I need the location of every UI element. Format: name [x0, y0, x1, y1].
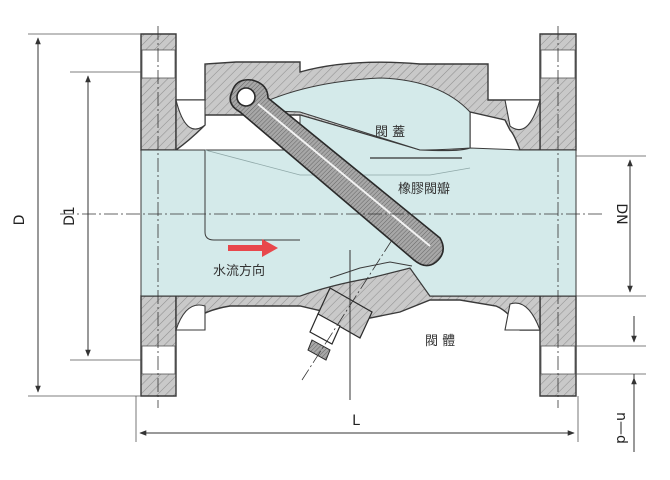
dimension-n-d: n—d	[576, 316, 646, 452]
rubber-disc-assembly	[229, 78, 444, 267]
right-top-notch	[504, 99, 541, 131]
disc-arm-inner	[257, 103, 431, 247]
dimension-n-d-label: n—d	[613, 412, 629, 444]
left-bottom-bolt-hole	[141, 345, 176, 375]
plug-tip	[307, 339, 331, 361]
dimension-D1-label: D1	[62, 206, 78, 226]
seat-contour	[204, 149, 471, 176]
dimension-L-label: L	[352, 413, 360, 429]
drain-plug	[307, 287, 373, 361]
rubber-disc-label: 橡膠閥瓣	[398, 182, 450, 197]
left-bottom-notch	[175, 304, 206, 331]
dimension-D1: D1	[62, 71, 141, 361]
right-bottom-notch	[504, 302, 541, 331]
plug-boss	[317, 287, 373, 339]
plug-axis-line	[301, 239, 393, 381]
bonnet-label: 閥 蓋	[375, 125, 405, 140]
bonnet-cavity	[246, 77, 471, 151]
flow-direction-label: 水流方向	[213, 263, 265, 279]
left-top-notch	[175, 99, 206, 130]
dimension-DN: DN	[576, 155, 646, 297]
dimension-L: L	[135, 396, 579, 442]
dimension-DN-label: DN	[613, 203, 629, 224]
flow-arrow-icon	[228, 239, 278, 257]
dimension-D-label: D	[12, 215, 28, 226]
hinge-pin	[236, 87, 256, 107]
left-top-bolt-hole	[141, 49, 176, 79]
chamber-contour	[204, 150, 300, 241]
dimension-D: D	[12, 33, 141, 397]
plug-stem	[309, 313, 341, 345]
body-label: 閥 體	[425, 334, 455, 349]
lower-seat-contour	[329, 261, 413, 279]
